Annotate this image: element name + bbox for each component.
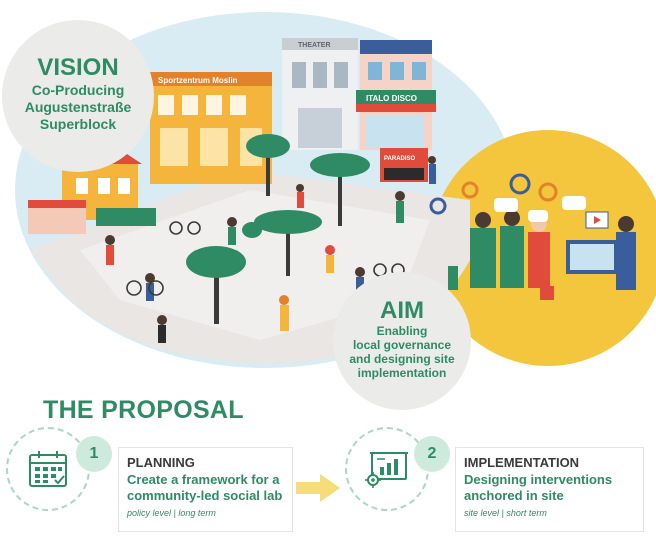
vision-subtitle-line-3: Superblock [39,115,117,132]
orange-building-roof [150,72,272,86]
planning-icon-circle [6,427,90,511]
planning-title: PLANNING [127,455,195,470]
implementation-icon-circle [345,427,429,511]
implementation-note: site level | short term [464,508,547,518]
planning-text-line-2: community-led social lab [127,488,283,503]
calendar-icon [29,451,67,487]
proposal-heading: THE PROPOSAL [43,396,244,424]
vision-title: VISION [37,53,119,81]
implementation-text-line-2: anchored in site [464,488,564,503]
bicycles [126,221,405,296]
sign-sportzentrum: Sportzentrum Moslin [158,76,238,85]
sign-paradiso: PARADISO [384,156,416,162]
arrow-right-icon [296,474,340,502]
sign-theater: THEATER [298,42,331,49]
market-awning [96,208,156,226]
vision-bubble: VISION Co-Producing Augustenstraße Super… [2,20,154,172]
step-number-2: 2 [414,436,450,472]
disco-awning [356,90,436,104]
aim-bubble: AIM Enabling local governance and design… [333,272,471,410]
sign-italo-disco: ITALO DISCO [366,94,417,103]
step-number-1: 1 [76,436,112,472]
aim-subtitle-line-4: implementation [357,366,447,380]
aim-subtitle-line-3: and designing site [349,352,455,366]
implementation-title: IMPLEMENTATION [464,455,580,470]
vision-subtitle-line-2: Augustenstraße [24,98,132,115]
vision-subtitle-line-1: Co-Producing [31,81,125,98]
meeting-scene [429,173,636,300]
aim-subtitle-line-1: Enabling [376,324,428,338]
planning-card: PLANNING Create a framework for a commun… [118,447,293,532]
aim-title: AIM [380,297,424,324]
implementation-text-line-1: Designing interventions [464,472,613,487]
street-scene-illustration: Sportzentrum Moslin THEATER ITALO DISCO … [15,12,656,368]
implementation-card: IMPLEMENTATION Designing interventions a… [455,447,644,532]
planning-note: policy level | long term [127,508,216,518]
street-ground-shade [80,190,430,340]
trees [186,134,370,324]
aim-subtitle-line-2: local governance [352,338,452,352]
planning-text-line-1: Create a framework for a [127,472,280,487]
presentation-chart-icon [365,452,408,488]
